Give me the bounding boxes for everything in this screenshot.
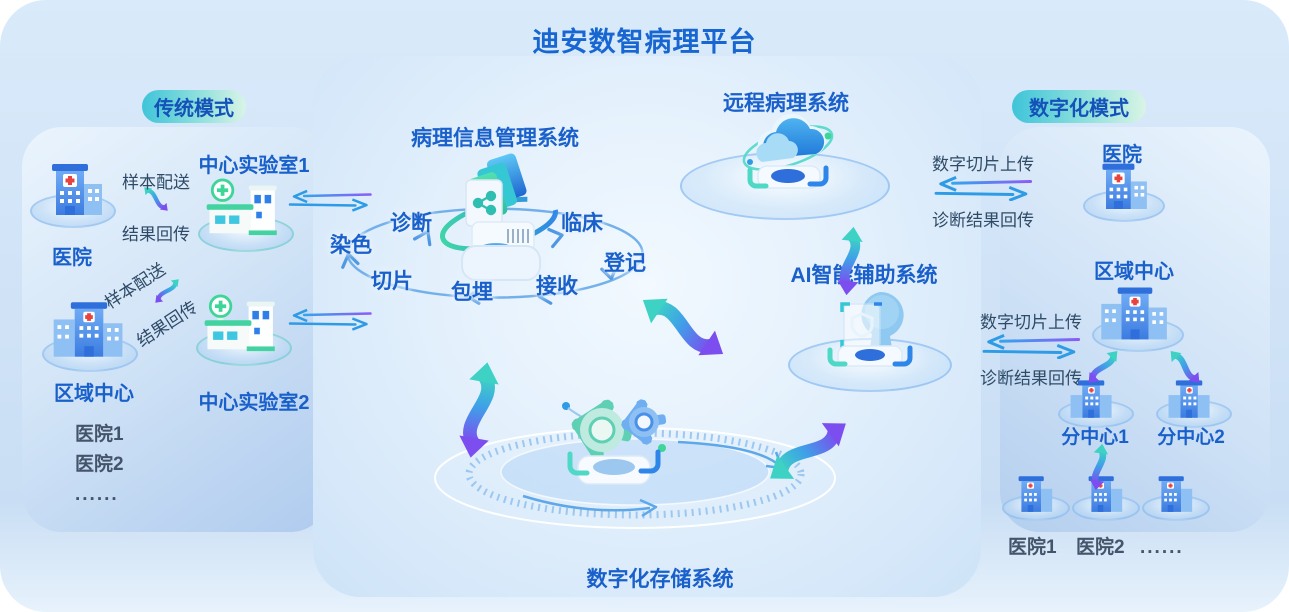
digital-slide-upload-label: 数字切片上传 — [980, 313, 1082, 332]
pims-title: 病理信息管理系统 — [411, 127, 579, 150]
page-title: 迪安数智病理平台 — [532, 27, 757, 57]
remote-ai-arrow-icon — [837, 226, 863, 296]
list-item: 医院1 — [75, 424, 124, 445]
workflow-step-sectioning: 切片 — [371, 270, 413, 293]
cloud-icon — [742, 113, 834, 189]
exchange-arrows-icon — [934, 176, 1033, 202]
sample-delivery-label: 样本配送 — [122, 173, 190, 192]
central-lab2-label: 中心实验室2 — [198, 392, 310, 414]
subcenter2-label: 分中心2 — [1157, 427, 1225, 448]
remote-hospital-link: 数字切片上传 诊断结果回传 — [897, 150, 1069, 231]
storage-title: 数字化存储系统 — [586, 568, 734, 591]
workflow-step-staining: 染色 — [330, 234, 372, 257]
regional-hospital-icon — [1101, 287, 1167, 340]
platform-ellipse — [680, 152, 890, 220]
workflow-step-clinical: 临床 — [561, 212, 603, 235]
list-item: ...... — [75, 484, 119, 505]
hospital-icon — [1018, 476, 1053, 512]
subcenter1-label: 分中心1 — [1061, 427, 1129, 448]
exchange-arrows-icon — [982, 334, 1081, 360]
subcenter-hospital-arrow-icon — [1089, 443, 1109, 491]
regional-hospital-icon — [53, 302, 123, 357]
hospital-icon — [1158, 476, 1193, 512]
exchange-arrows-icon — [288, 308, 372, 331]
workflow-step-registration: 登记 — [604, 252, 646, 275]
ai-regional-link: 数字切片上传 诊断结果回传 — [945, 308, 1117, 389]
ai-assist-title: AI智能辅助系统 — [790, 264, 938, 287]
sample-transfer-arrow-icon — [155, 279, 179, 303]
gears-icon — [562, 399, 667, 485]
central-lab1-label: 中心实验室1 — [198, 155, 310, 177]
pims-machine-icon — [439, 153, 559, 281]
ai-storage-arrow-icon — [770, 423, 846, 479]
subcenter-hospital-icon — [1070, 380, 1112, 418]
left-regional-label: 区域中心 — [54, 383, 134, 405]
pims-ai-arrow-icon — [642, 298, 724, 356]
bottom-hospital-label-1: 医院1 — [1008, 537, 1057, 558]
list-item: 医院2 — [75, 454, 124, 475]
regional-subcenter2-arrow-icon — [1170, 351, 1200, 383]
pims-storage-arrow-icon — [459, 362, 499, 458]
hospital-icon — [1102, 163, 1147, 209]
lab-building-icon — [206, 178, 277, 236]
regional-subcenter1-arrow-icon — [1088, 351, 1118, 383]
workflow-step-embedding: 包埋 — [451, 281, 493, 304]
lab-building-icon — [204, 294, 275, 352]
workflow-step-reception: 接收 — [536, 275, 578, 298]
workflow-step-diagnosis: 诊断 — [390, 212, 432, 235]
right-regional-label: 区域中心 — [1094, 261, 1174, 283]
exchange-arrows-icon — [288, 189, 372, 212]
sample-transfer-arrow-icon — [144, 187, 168, 211]
ai-head-icon — [827, 291, 913, 367]
diagnosis-return-label: 诊断结果回传 — [932, 211, 1034, 230]
hospital-icon — [52, 164, 102, 215]
digital-mode-badge: 数字化模式 — [1012, 90, 1146, 123]
right-hospital-label: 医院 — [1102, 144, 1142, 166]
left-hospital-list: 医院1 医院2 ...... — [75, 420, 124, 510]
traditional-mode-badge: 传统模式 — [142, 90, 246, 123]
remote-pathology-title: 远程病理系统 — [723, 92, 849, 115]
bottom-hospital-label-3: ...... — [1140, 537, 1184, 558]
left-hospital-label: 医院 — [52, 247, 92, 269]
bottom-hospital-label-2: 医院2 — [1076, 537, 1125, 558]
result-return-label: 结果回传 — [122, 225, 190, 244]
digital-slide-upload-label: 数字切片上传 — [932, 155, 1034, 174]
diagnosis-return-label: 诊断结果回传 — [980, 369, 1082, 388]
